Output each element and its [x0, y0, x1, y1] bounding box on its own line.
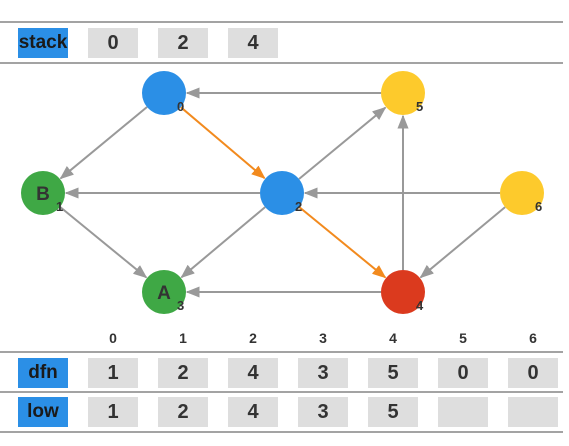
bottom-divider — [0, 431, 563, 433]
node-circle-6 — [500, 171, 544, 215]
low-cell-5 — [438, 397, 488, 427]
stack-divider — [0, 62, 563, 64]
dfn-cell-1: 2 — [158, 358, 208, 388]
graph-node-6: 6 — [500, 171, 544, 215]
index-label-6: 6 — [529, 330, 537, 346]
dfn-cell-5: 0 — [438, 358, 488, 388]
nodes-layer: 0B1 2A3 4 5 6 — [21, 71, 544, 314]
dfn-label: dfn — [18, 358, 68, 388]
index-label-0: 0 — [109, 330, 117, 346]
edge-6-to-4 — [419, 206, 506, 279]
edge-1-to-3 — [59, 206, 148, 279]
dfn-cell-2: 4 — [228, 358, 278, 388]
index-label-5: 5 — [459, 330, 467, 346]
graph-node-5: 5 — [381, 71, 425, 115]
node-circle-4 — [381, 270, 425, 314]
stack-label: stack — [18, 28, 68, 58]
low-cell-0: 1 — [88, 397, 138, 427]
top-divider — [0, 21, 563, 23]
dfn-cell-3: 3 — [298, 358, 348, 388]
graph-node-0: 0 — [142, 71, 186, 115]
edge-0-to-2 — [180, 106, 266, 180]
low-divider — [0, 391, 563, 393]
node-id-label-5: 5 — [416, 99, 423, 114]
node-id-label-0: 0 — [177, 99, 184, 114]
node-letter-3: A — [157, 283, 171, 304]
node-id-label-4: 4 — [416, 298, 424, 313]
node-circle-3 — [142, 270, 186, 314]
low-cell-6 — [508, 397, 558, 427]
low-cell-4: 5 — [368, 397, 418, 427]
node-circle-1 — [21, 171, 65, 215]
graph-node-2: 2 — [260, 171, 304, 215]
stack-item-2: 4 — [228, 28, 278, 58]
index-label-2: 2 — [249, 330, 257, 346]
low-cell-3: 3 — [298, 397, 348, 427]
low-cell-2: 4 — [228, 397, 278, 427]
edge-2-to-3 — [180, 206, 266, 279]
index-label-4: 4 — [389, 330, 397, 346]
node-circle-0 — [142, 71, 186, 115]
node-id-label-2: 2 — [295, 199, 302, 214]
edge-2-to-5 — [298, 106, 387, 180]
node-id-label-1: 1 — [56, 199, 63, 214]
low-label: low — [18, 397, 68, 427]
node-id-label-6: 6 — [535, 199, 542, 214]
edges-layer — [59, 87, 506, 298]
dfn-cell-6: 0 — [508, 358, 558, 388]
dfn-cell-0: 1 — [88, 358, 138, 388]
edge-2-to-4 — [298, 206, 387, 279]
graph-node-4: 4 — [381, 270, 425, 314]
index-label-1: 1 — [179, 330, 187, 346]
node-id-label-3: 3 — [177, 298, 184, 313]
node-circle-5 — [381, 71, 425, 115]
stack-item-0: 0 — [88, 28, 138, 58]
graph-node-1: B1 — [21, 171, 65, 215]
edge-0-to-1 — [59, 106, 148, 180]
index-label-3: 3 — [319, 330, 327, 346]
graph-node-3: A3 — [142, 270, 186, 314]
node-circle-2 — [260, 171, 304, 215]
dfn-divider — [0, 351, 563, 353]
node-letter-1: B — [36, 184, 50, 205]
stack-item-1: 2 — [158, 28, 208, 58]
low-cell-1: 2 — [158, 397, 208, 427]
dfn-cell-4: 5 — [368, 358, 418, 388]
